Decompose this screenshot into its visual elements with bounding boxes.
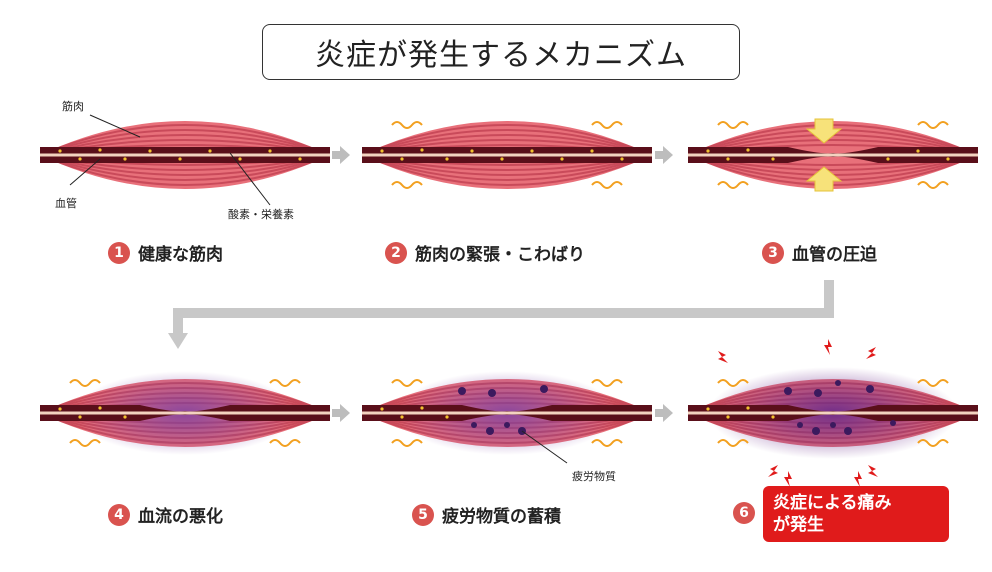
flow-arrow-stem: [655, 151, 663, 159]
flow-arrow-icon: [663, 404, 673, 422]
step-5-badge: 5: [412, 503, 434, 526]
blood-flow-worse-illustration: [40, 353, 330, 473]
row-connector-arrow: [168, 280, 834, 349]
fatigue-callout: 疲労物質: [572, 470, 616, 483]
inflammation-pain-illustration: [688, 339, 978, 487]
step-1-text: 健康な筋肉: [138, 245, 223, 265]
step-6-text-line2: が発生: [773, 515, 824, 535]
step-4-badge: 4: [108, 503, 130, 526]
step-2-label: 2 筋肉の緊張・こわばり: [385, 240, 585, 265]
page-title: 炎症が発生するメカニズム: [262, 24, 740, 80]
step-1-badge: 1: [108, 241, 130, 264]
nutrients-callout: 酸素・栄養素: [228, 208, 294, 221]
step-6-badge: 6: [733, 502, 755, 524]
step-5-label: 5 疲労物質の蓄積: [412, 502, 561, 527]
step-1-label: 1 健康な筋肉: [108, 240, 223, 265]
flow-arrow-icon: [663, 146, 673, 164]
step-3-text: 血管の圧迫: [792, 245, 877, 265]
muscle-healthy-illustration: [40, 95, 330, 215]
step-4-label: 4 血流の悪化: [108, 502, 223, 527]
step-5-text: 疲労物質の蓄積: [442, 507, 561, 527]
flow-arrow-icon: [340, 146, 350, 164]
muscle-callout: 筋肉: [62, 100, 84, 113]
step-3-label: 3 血管の圧迫: [762, 240, 877, 265]
muscle-tense-illustration: [362, 95, 652, 215]
flow-arrow-stem: [332, 151, 340, 159]
flow-arrow-stem: [655, 409, 663, 417]
step-6-badge-wrap: 6: [733, 502, 755, 524]
step-2-badge: 2: [385, 241, 407, 264]
step-6-text-line1: 炎症による痛み: [773, 493, 892, 513]
step-4-text: 血流の悪化: [138, 507, 223, 527]
step-2-text: 筋肉の緊張・こわばり: [415, 245, 585, 265]
flow-arrow-stem: [332, 409, 340, 417]
fatigue-accumulation-illustration: [362, 353, 652, 473]
step-3-badge: 3: [762, 241, 784, 264]
flow-arrow-icon: [340, 404, 350, 422]
vessel-compression-illustration: [688, 95, 978, 215]
vessel-callout: 血管: [55, 197, 77, 210]
step-6-alert-box: 炎症による痛み が発生: [763, 486, 949, 542]
